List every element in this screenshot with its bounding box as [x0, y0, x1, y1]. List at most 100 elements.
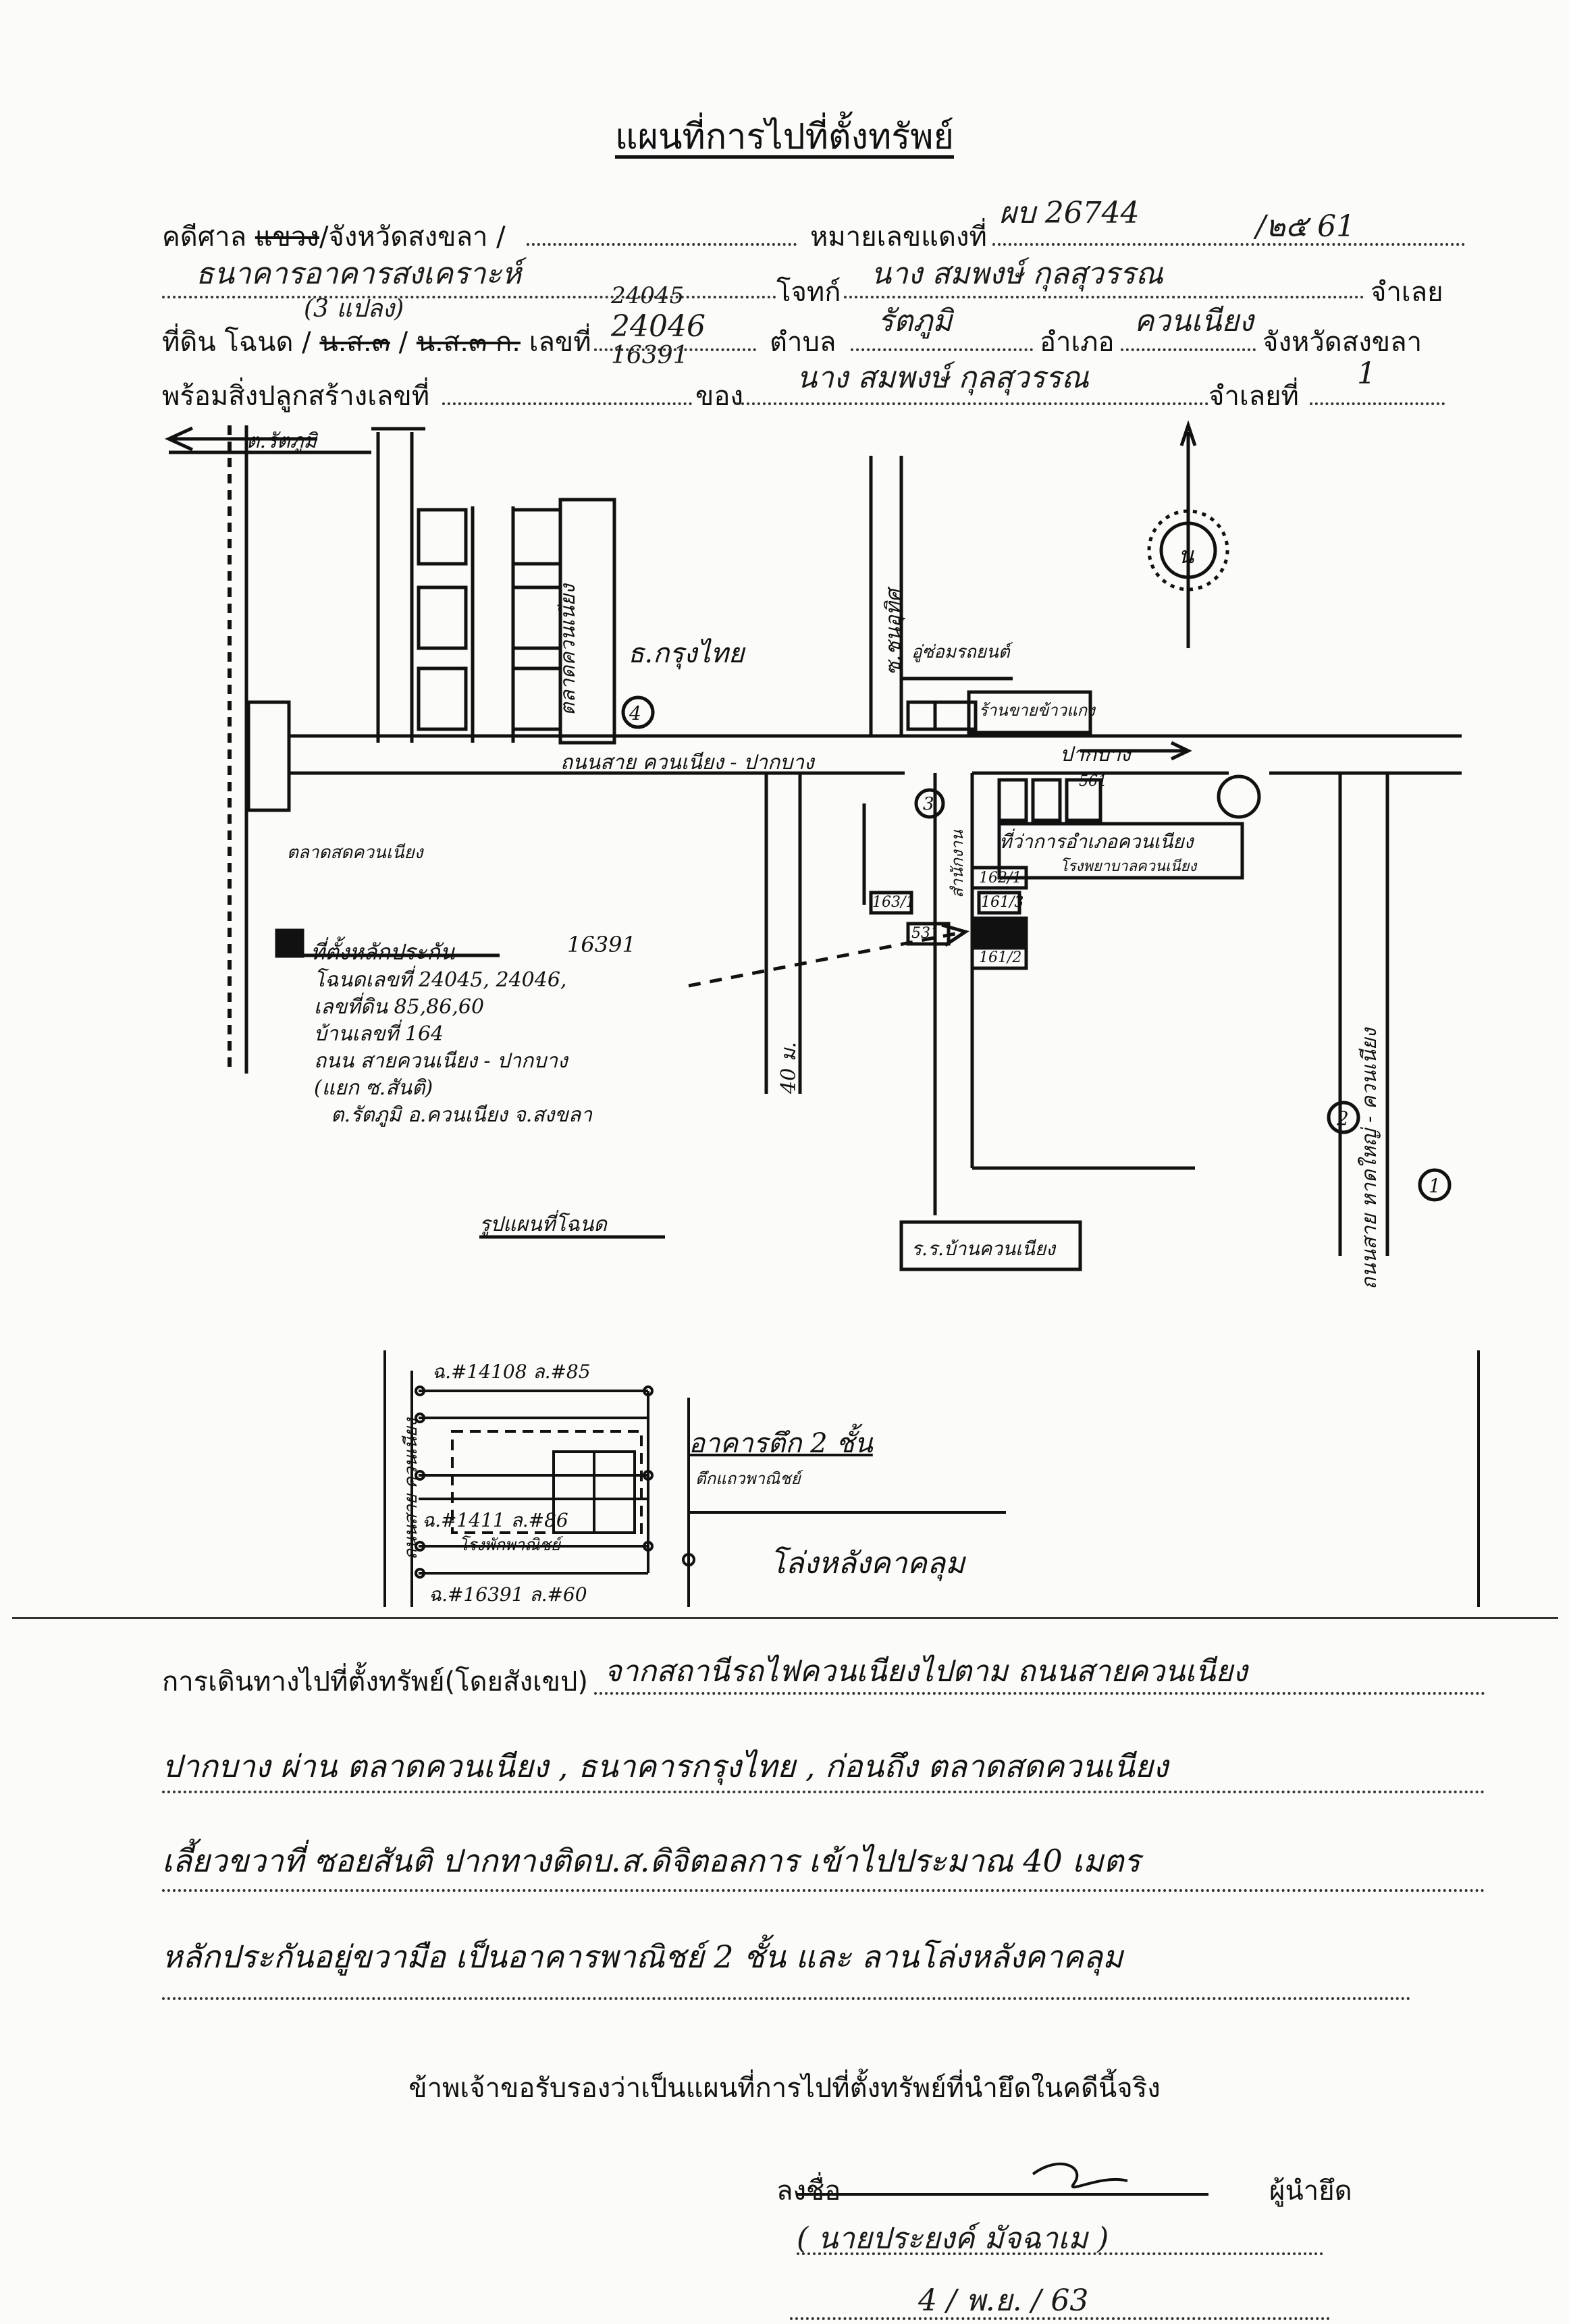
house-no: 161/3	[981, 894, 1024, 911]
house-no: 561	[1079, 773, 1107, 790]
circle-3-label: 3	[923, 794, 934, 814]
defendant-no-label: จำเลยที่	[1208, 381, 1299, 412]
layout-caption: รูปแผนที่โฉนด	[479, 1213, 607, 1236]
defendant-hand: นาง สมพงษ์ กุลสุวรรณ	[871, 257, 1163, 291]
dotted-line	[844, 296, 1364, 298]
shop-label: ร้านขายข้าวแกง	[979, 701, 1095, 720]
plot-86-label: ฉ.#1411 ล.#86	[422, 1509, 568, 1531]
court-province: /จังหวัดสงขลา /	[319, 221, 506, 253]
route-line-3: เลี้ยวขวาที่ ซอยสันติ ปากทางติดบ.ส.ดิจิต…	[162, 1843, 1141, 1879]
land-label: ที่ดิน โฉนด /	[162, 327, 311, 358]
dotted-line	[736, 402, 1208, 405]
district-label: อำเภอ	[1040, 327, 1115, 358]
house-no: 162/1	[979, 870, 1022, 887]
dotted-line	[1121, 348, 1256, 351]
dotted-line	[594, 348, 756, 351]
route-label: การเดินทางไปที่ตั้งทรัพย์(โดยสังเขป)	[162, 1666, 589, 1697]
route-line-2: ปากบาง ผ่าน ตลาดควนเนียง , ธนาคารกรุงไทย…	[162, 1748, 1169, 1785]
legend-line-4: ถนน สายควนเนียง - ปากบาง	[314, 1049, 568, 1073]
signature-name: ( นายประยงค์ มัจฉาเม )	[797, 2221, 1109, 2256]
land-struck-1: น.ส.๓	[319, 327, 390, 358]
no-label: เลขที่	[529, 327, 591, 358]
fresh-market-label: ตลาดสดควนเนียง	[287, 843, 423, 863]
market-label: ตลาดควนเนียง	[556, 584, 580, 716]
dotted-line	[162, 296, 776, 298]
subdistrict-label: ตำบล	[770, 327, 836, 358]
sketch-road-label: ถนนสาย ควนเนียง	[401, 1418, 421, 1560]
dotted-line	[162, 1889, 1485, 1892]
plaintiff-hand: ธนาคารอาคารสงเคราะห์	[196, 257, 522, 291]
dotted-line	[442, 402, 692, 405]
count-hand: (3 แปลง)	[304, 295, 404, 323]
plot-sketch	[383, 1350, 1480, 1607]
soi-santi-label: 40 ม.	[777, 1041, 801, 1094]
signature-date: 4 / พ.ย. / 63	[918, 2283, 1089, 2318]
route-line-1: จากสถานีรถไฟควนเนียงไปตาม ถนนสายควนเนียง	[604, 1654, 1248, 1689]
building-label: อาคารตึก 2 ชั้น	[689, 1428, 873, 1459]
red-year-hand: /๒๕ 61	[1256, 209, 1356, 244]
court-label: คดีศาล	[162, 221, 247, 253]
dotted-line	[162, 1997, 1411, 2000]
district-office-label: ที่ว่าการอำเภอควนเนียง	[999, 830, 1194, 853]
garage-label: อู่ซ่อมรถยนต์	[911, 642, 1010, 662]
signature-mark	[797, 2163, 1208, 2196]
plot-85-label: ฉ.#14108 ล.#85	[432, 1361, 591, 1383]
shed-label: โรงพักพาณิชย์	[459, 1535, 560, 1554]
house-no: 161/2	[979, 949, 1022, 966]
circle-1-label: 1	[1429, 1175, 1441, 1197]
red-no-label: หมายเลขแดงที่	[810, 221, 987, 253]
plot-60-label: ฉ.#16391 ล.#60	[429, 1583, 587, 1606]
building-label: พร้อมสิ่งปลูกสร้างเลขที่	[162, 381, 430, 412]
legend-line-3: บ้านเลขที่ 164	[314, 1022, 444, 1046]
building-note-label: ตึกแถวพาณิชย์	[695, 1469, 801, 1488]
dotted-line	[1310, 402, 1445, 405]
house-no: 163/1	[872, 894, 915, 911]
plaintiff-label: โจทก์	[776, 277, 841, 308]
seizer-label: ผู้นำยึด	[1269, 2175, 1352, 2207]
land-row: ที่ดิน โฉนด / น.ส.๓ / น.ส.๓ ก. เลขที่	[162, 327, 591, 358]
north-label: น	[1178, 542, 1194, 569]
circle-4-label: 4	[629, 702, 641, 724]
legend-deed: 16391	[567, 932, 636, 957]
circle-2-label: 2	[1337, 1107, 1349, 1130]
certify-statement: ข้าพเจ้าขอรับรองว่าเป็นแผนที่การไปที่ตั้…	[408, 2073, 1161, 2104]
house-no: 531	[911, 925, 940, 942]
dotted-line	[162, 1791, 1485, 1793]
hospital-label: โรงพยาบาลควนเนียง	[1060, 858, 1197, 875]
lane-soi-label: ซ.ชนอุทิศ	[882, 589, 905, 675]
owner-hand: นาง สมพงษ์ กุลสุวรรณ	[797, 361, 1089, 395]
deed-no-hand-2: 24046	[611, 309, 706, 344]
dotted-line	[527, 243, 797, 246]
province-label: จังหวัดสงขลา	[1262, 327, 1422, 358]
bank-label: ธ.กรุงไทย	[628, 638, 745, 669]
dotted-line	[992, 243, 1465, 246]
deed-no-hand-3: 16391	[611, 342, 689, 369]
pakbang-label: ปากบาง	[1060, 743, 1131, 766]
subdistrict-hand: รัตภูมิ	[878, 304, 953, 338]
document-title: แผนที่การไปที่ตั้งทรัพย์	[615, 117, 954, 157]
deed-no-hand-1: 24045	[611, 282, 685, 309]
section-divider	[12, 1617, 1558, 1619]
land-struck-2: น.ส.๓ ก.	[416, 327, 521, 358]
dotted-line	[851, 348, 1033, 351]
legend-line-6: ต.รัตภูมิ อ.ควนเนียง จ.สงขลา	[331, 1103, 593, 1127]
to-rattaphum-label: ต.รัตภูมิ	[246, 429, 317, 453]
court-row: คดีศาล แขวง/จังหวัดสงขลา /	[162, 215, 506, 258]
legend-line-5: (แยก ซ.สันติ)	[314, 1076, 433, 1100]
temple-road-label: ถนนสาย หาดใหญ่ - ควนเนียง	[1358, 1028, 1381, 1290]
defendant-label: จำเลย	[1371, 277, 1443, 308]
roof-label: โล่งหลังคาคลุม	[770, 1546, 965, 1581]
defendant-no-hand: 1	[1357, 356, 1376, 391]
legend-title: ที่ตั้งหลักประกัน	[311, 939, 455, 965]
dotted-line	[797, 2252, 1323, 2255]
gov-office-label: สำนักงาน	[948, 830, 967, 898]
red-no-hand: ผบ 26744	[999, 196, 1140, 230]
district-hand: ควนเนียง	[1134, 304, 1254, 338]
route-line-4: หลักประกันอยู่ขวามือ เป็นอาคารพาณิชย์ 2 …	[162, 1938, 1123, 1975]
dotted-line	[790, 2317, 1330, 2320]
main-road-label: ถนนสาย ควนเนียง - ปากบาง	[560, 751, 814, 774]
legend-line-1: โฉนดเลขที่ 24045, 24046,	[314, 968, 567, 992]
court-struck: แขวง	[255, 221, 319, 253]
dotted-line	[594, 1692, 1485, 1695]
legend-line-2: เลขที่ดิน 85,86,60	[314, 995, 485, 1019]
